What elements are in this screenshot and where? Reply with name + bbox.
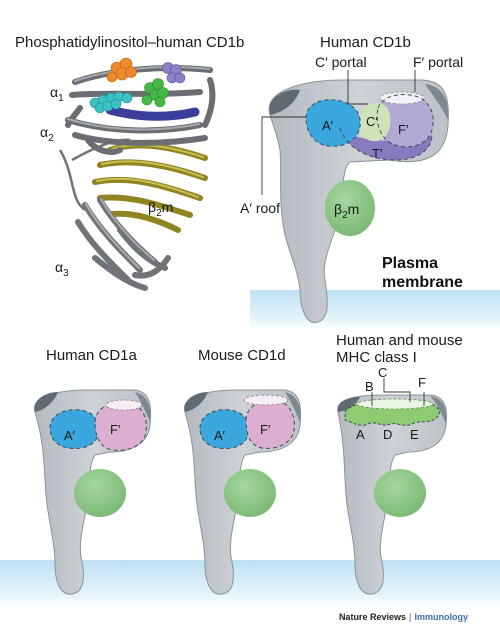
mhc-b2m [374,469,426,517]
cd1d-title: Mouse CD1d [198,347,286,364]
cd1b-dark-edge [269,89,300,115]
cd1b-pocket-a [306,99,361,147]
cd1b-title: Human CD1b [320,34,411,51]
cd1b-pocket-t-label: T′ [372,146,383,161]
mhc-pocket-a: A [356,427,365,442]
cd1d-b2m [224,469,276,517]
cd1a-panel: Human CD1a A′ F′ [34,347,152,595]
structure-title: Phosphatidylinositol–human CD1b [15,34,244,51]
linker-strand [58,149,86,212]
cd1d-dark-edge [184,392,208,412]
mhc-title-line2: MHC class I [336,349,417,366]
cd1d-panel: Mouse CD1d A′ F′ [184,347,302,595]
mhc-title-line1: Human and mouse [336,332,463,349]
b2m-structure-label: β2m [148,199,173,219]
orange-atoms [106,57,137,83]
mhc-pocket-f: F [418,375,426,390]
cd1d-pocket-f-label: F′ [260,422,271,437]
green-atoms [141,78,169,108]
cd1d-pocket-a-label: A′ [214,428,226,443]
violet-atoms [162,62,186,84]
cd1b-pocket-c [360,103,391,142]
cd1a-title: Human CD1a [46,347,138,364]
mhc-body [337,394,448,595]
alpha3-label: α3 [55,259,69,279]
alpha1-label: α1 [50,84,64,104]
alpha2-label: α2 [40,124,54,144]
cd1b-f-portal-opening [379,91,425,105]
cd1b-pocket-t [340,128,432,160]
cd1b-pocket-a-label: A′ [322,118,334,133]
mhc-groove-opening [356,398,434,410]
mhc-panel: Human and mouse MHC class I B C F A D E [336,332,463,595]
cd1b-membrane [250,290,500,330]
structure-panel: Phosphatidylinositol–human CD1b [15,34,244,291]
cd1a-dark-edge-right [135,392,151,422]
footer-credit: Nature Reviews|Immunology [339,612,468,622]
c-portal-label: C′ portal [315,54,367,70]
f-portal-label: F′ portal [413,54,463,70]
cd1d-f-opening [243,394,289,406]
cd1b-leader-lines [261,70,416,195]
cd1a-b2m [74,469,126,517]
cd1b-pocket-f [377,94,434,147]
cd1d-dark-edge-right [285,392,301,422]
mhc-dark-edge [337,397,360,412]
cd1a-pocket-a-label: A′ [64,428,76,443]
cd1b-pocket-f-label: F′ [398,122,409,137]
membrane-label-1: Plasma [382,255,438,272]
cd1b-pocket-c-label: C′ [366,114,378,129]
cd1b-panel: Human CD1b β2m A′ C′ F′ T′ C′ portal F′ … [240,34,500,330]
mhc-leader-lines [371,378,425,406]
cd1a-dark-edge [34,392,58,412]
a-roof-label: A′ roof [240,200,280,216]
cd1a-pocket-f-label: F′ [110,422,121,437]
b2m-ribbon-highlight [96,144,204,198]
mhc-pocket-b: B [365,379,374,394]
mhc-pocket-d: D [383,427,392,442]
cd1b-b2m-label: β2m [334,201,359,221]
alpha3-highlight [85,198,155,269]
cd1b-dark-edge-right [425,84,449,120]
mhc-dark-edge-right [430,396,447,424]
cd1b-pocket-outlines [305,94,434,161]
alpha-platform-highlight [67,66,210,131]
navy-helix [105,105,200,121]
cd1a-f-opening [105,399,143,411]
membrane-label-2: membrane [382,274,463,291]
mhc-pocket-c: C [378,365,387,380]
mhc-pocket-e: E [410,427,419,442]
cyan-atoms [89,91,133,114]
mhc-groove [344,402,440,426]
cd1b-b2m [325,180,375,236]
